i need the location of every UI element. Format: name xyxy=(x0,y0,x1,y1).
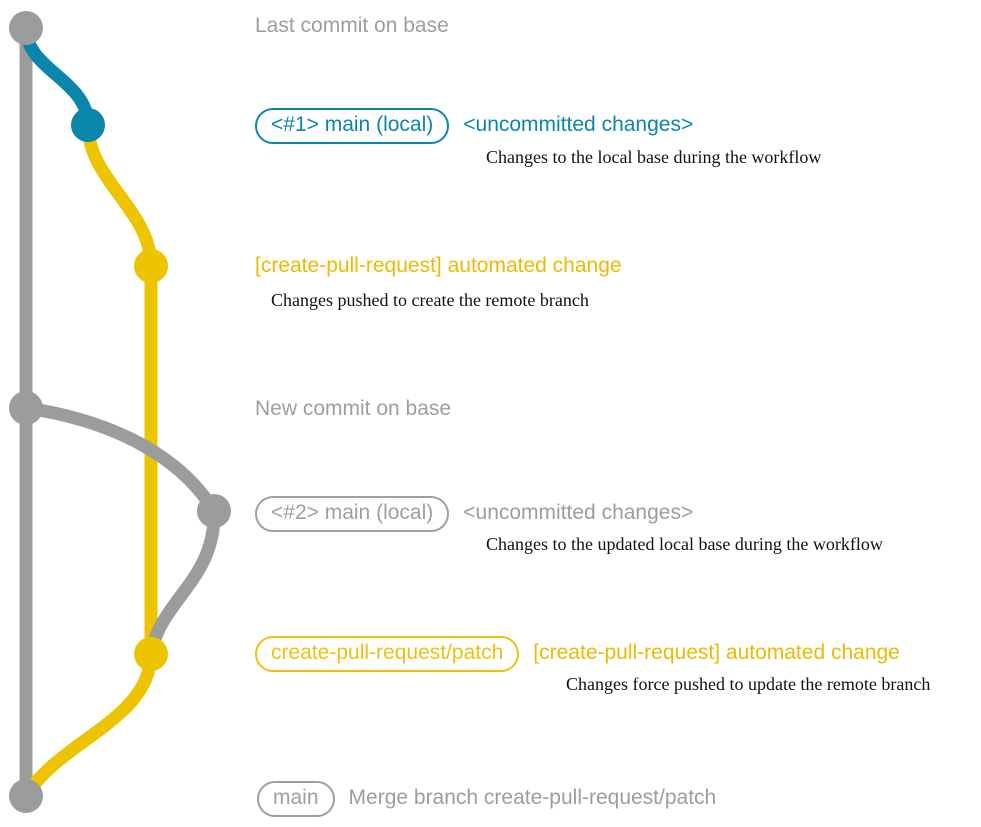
commit-node-new-base[interactable] xyxy=(9,391,43,425)
edge-base2-to-local2 xyxy=(19,401,221,518)
commit-subject-uncommitted-2: <uncommitted changes> xyxy=(463,501,694,524)
ref-badge-main-local-2[interactable]: <#2> main (local) xyxy=(255,496,450,533)
commit-headline-new-commit-on-base: New commit on base xyxy=(255,397,452,420)
commit-note-local-1: Changes to the local base during the wor… xyxy=(486,147,822,167)
edge-local2-to-patch2 xyxy=(144,504,221,661)
commit-subject-uncommitted-1: <uncommitted changes> xyxy=(463,113,694,136)
edge-base-to-local1 xyxy=(19,21,95,132)
commit-note-patch-2: Changes force pushed to update the remot… xyxy=(566,674,931,694)
commit-row-local-1: <#1> main (local) <uncommitted changes> xyxy=(255,108,694,145)
edge-local1-to-patch1 xyxy=(81,118,158,273)
commit-headline-automated-change-1: [create-pull-request] automated change xyxy=(255,254,622,277)
commit-node-patch-1[interactable] xyxy=(134,249,168,283)
edge-patch2-to-merge xyxy=(19,647,158,803)
commit-note-local-2: Changes to the updated local base during… xyxy=(486,534,883,554)
commit-row-patch-2: create-pull-request/patch [create-pull-r… xyxy=(255,636,900,673)
ref-badge-main[interactable]: main xyxy=(257,781,335,818)
commit-node-merge-main[interactable] xyxy=(9,779,43,813)
ref-badge-main-local-1[interactable]: <#1> main (local) xyxy=(255,108,450,145)
commit-note-automated-change-1: Changes pushed to create the remote bran… xyxy=(271,290,589,310)
commit-node-local-2[interactable] xyxy=(197,494,231,528)
commit-row-local-2: <#2> main (local) <uncommitted changes> xyxy=(255,496,694,533)
commit-node-last-base[interactable] xyxy=(9,11,43,45)
commit-node-local-1[interactable] xyxy=(71,108,105,142)
commit-row-merge-main: main Merge branch create-pull-request/pa… xyxy=(257,781,717,818)
ref-badge-create-pull-request-patch[interactable]: create-pull-request/patch xyxy=(255,636,520,673)
commit-node-patch-2[interactable] xyxy=(134,637,168,671)
commit-headline-last-commit-on-base: Last commit on base xyxy=(255,14,449,37)
commit-subject-merge-branch: Merge branch create-pull-request/patch xyxy=(348,786,717,809)
commit-subject-automated-change-2: [create-pull-request] automated change xyxy=(533,641,900,664)
